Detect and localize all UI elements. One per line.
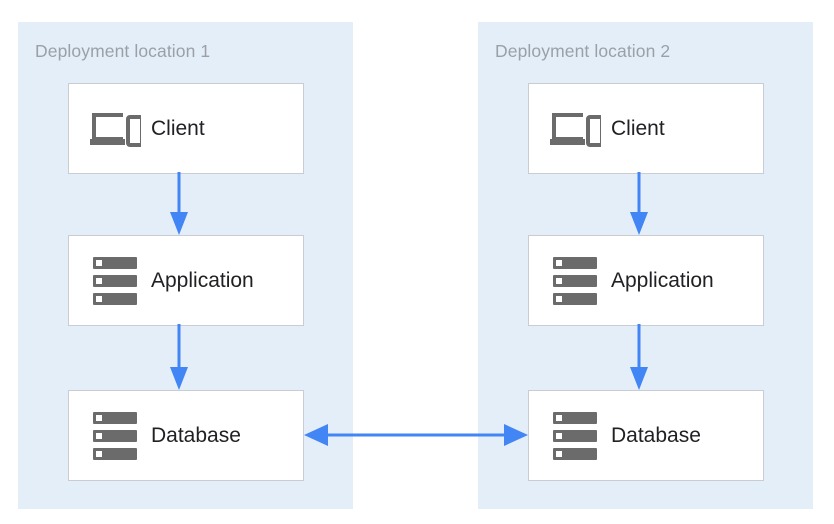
node-application-2[interactable]: Application [528,235,764,326]
node-client-1[interactable]: Client [68,83,304,174]
zone-1-title: Deployment location 1 [35,41,211,61]
node-database-1[interactable]: Database [68,390,304,481]
server-bar [553,292,597,305]
server-bar [93,411,137,424]
server-bar [553,256,597,269]
node-client-2-label: Client [611,116,665,140]
node-database-2[interactable]: Database [528,390,764,481]
server-bar [553,429,597,442]
server-bar [553,447,597,460]
arrow-client-1-to-application-1 [170,172,188,235]
node-client-2[interactable]: Client [528,83,764,174]
server-bar [553,274,597,287]
server-bar [93,292,137,305]
node-database-2-label: Database [611,423,701,447]
node-application-1[interactable]: Application [68,235,304,326]
server-icon [87,411,143,460]
server-bar [93,256,137,269]
arrow-database-1-to-database-2 [304,424,528,446]
server-icon [547,256,603,305]
server-bar [93,274,137,287]
server-bar [93,447,137,460]
node-database-1-label: Database [151,423,241,447]
zone-2-title: Deployment location 2 [495,41,671,61]
arrow-application-2-to-database-2 [630,324,648,390]
server-icon [87,256,143,305]
devices-icon [547,109,603,149]
server-icon [547,411,603,460]
server-bar [553,411,597,424]
server-bar [93,429,137,442]
arrow-client-2-to-application-2 [630,172,648,235]
node-application-1-label: Application [151,268,254,292]
node-client-1-label: Client [151,116,205,140]
devices-icon [87,109,143,149]
arrow-application-1-to-database-1 [170,324,188,390]
node-application-2-label: Application [611,268,714,292]
